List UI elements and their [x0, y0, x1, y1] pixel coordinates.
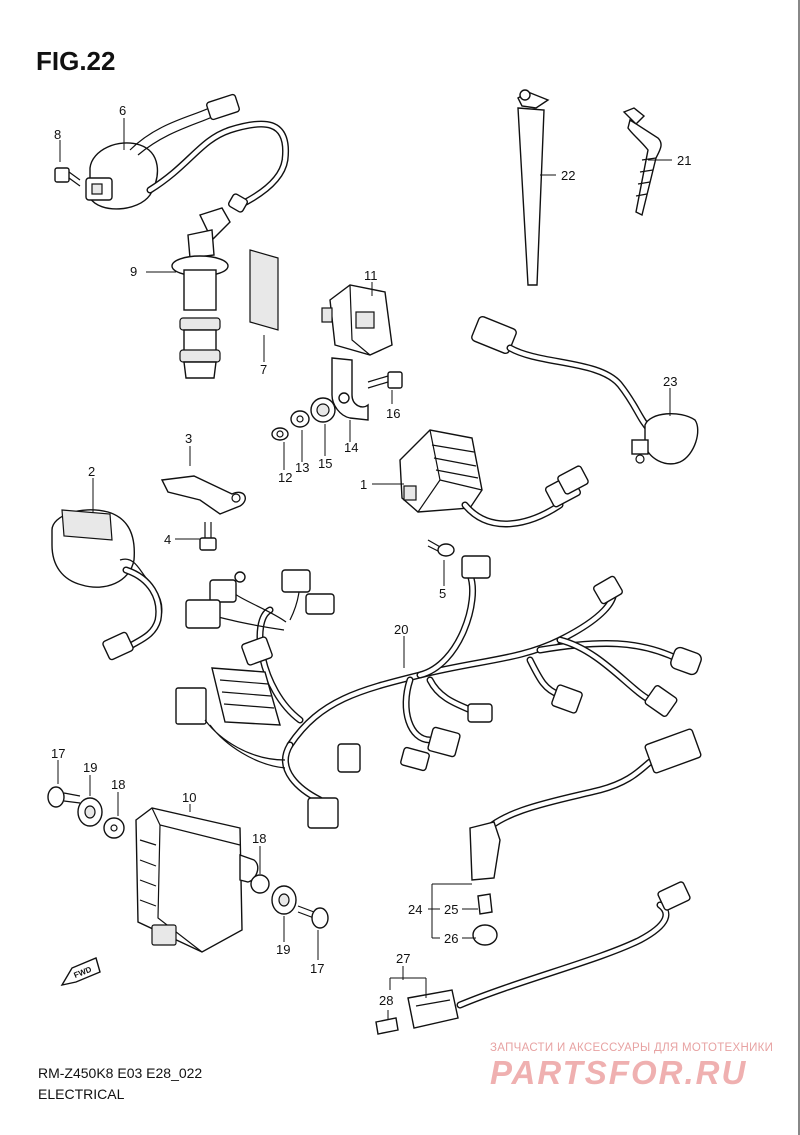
part-relay[interactable]: [321, 284, 393, 356]
part-grommet-15[interactable]: [310, 397, 336, 423]
callout-15: 15: [318, 456, 332, 471]
part-wiring-harness[interactable]: [175, 555, 703, 829]
part-bolt-16[interactable]: [367, 371, 403, 389]
callout-5: 5: [439, 586, 446, 601]
figure-title: FIG.22: [36, 46, 116, 76]
callout-20: 20: [394, 622, 408, 637]
callout-25: 25: [444, 902, 458, 917]
callout-19-left: 19: [83, 760, 97, 775]
section-title: ELECTRICAL: [38, 1086, 125, 1102]
callout-28: 28: [379, 993, 393, 1008]
callout-13: 13: [295, 460, 309, 475]
part-ecm[interactable]: [135, 807, 259, 953]
part-bracket-3[interactable]: [160, 475, 246, 515]
callout-26: 26: [444, 931, 458, 946]
callout-17-right: 17: [310, 961, 324, 976]
callout-18-right: 18: [252, 831, 266, 846]
callout-10: 10: [182, 790, 196, 805]
callout-27: 27: [396, 951, 410, 966]
part-washer-13[interactable]: [290, 410, 310, 428]
callout-17-left: 17: [51, 746, 65, 761]
callout-23: 23: [663, 374, 677, 389]
watermark-brand: PARTSFOR.RU: [490, 1054, 748, 1091]
callout-24: 24: [408, 902, 422, 917]
callout-1: 1: [360, 477, 367, 492]
part-cap-25[interactable]: [477, 893, 493, 915]
part-condenser[interactable]: [51, 509, 163, 661]
callout-19-right: 19: [276, 942, 290, 957]
callout-22: 22: [561, 168, 575, 183]
callout-9: 9: [130, 264, 137, 279]
part-bolt-17-left[interactable]: [47, 786, 81, 808]
part-wire-27[interactable]: [407, 881, 691, 1029]
callout-2: 2: [88, 464, 95, 479]
model-code: RM-Z450K8 E03 E28_022: [38, 1065, 203, 1081]
part-regulator[interactable]: [399, 429, 589, 528]
part-bolt-4[interactable]: [199, 522, 217, 551]
callout-18-left: 18: [111, 777, 125, 792]
part-cap-26[interactable]: [472, 924, 498, 946]
callout-11: 11: [364, 268, 378, 283]
part-bolt-8[interactable]: [54, 167, 81, 187]
callout-12: 12: [278, 470, 292, 485]
part-grommet-19-left[interactable]: [77, 797, 103, 827]
part-fuse-28[interactable]: [375, 1017, 399, 1035]
part-collar-18-left[interactable]: [103, 817, 125, 839]
callout-21: 21: [677, 153, 691, 168]
callout-6: 6: [119, 103, 126, 118]
callout-7: 7: [260, 362, 267, 377]
callout-numbers: 8 6 9 7 11 16 14 15 13 12 3 2 4 1 5 22 2…: [51, 103, 691, 1008]
part-cable-tie-21[interactable]: [622, 107, 662, 217]
callout-4: 4: [164, 532, 171, 547]
watermark-tagline: ЗАПЧАСТИ И АКСЕССУАРЫ ДЛЯ МОТОТЕХНИКИ: [490, 1042, 774, 1054]
part-collar-18-right[interactable]: [250, 874, 270, 894]
callout-3: 3: [185, 431, 192, 446]
part-screw-5[interactable]: [427, 539, 455, 557]
fwd-arrow-icon: FWD: [60, 957, 101, 987]
callout-14: 14: [344, 440, 358, 455]
callout-8: 8: [54, 127, 61, 142]
part-sensor-23[interactable]: [471, 315, 699, 465]
part-label-7[interactable]: [249, 249, 279, 331]
part-bracket-14[interactable]: [331, 357, 369, 421]
part-lead-24[interactable]: [469, 728, 702, 881]
part-nut-12[interactable]: [271, 427, 289, 441]
callout-16: 16: [386, 406, 400, 421]
part-bolt-17-right[interactable]: [297, 905, 329, 929]
part-grommet-19-right[interactable]: [271, 885, 297, 915]
part-ignition-coil[interactable]: [85, 93, 290, 213]
callout-leaders: [57, 118, 672, 1020]
part-spark-plug-cap[interactable]: [171, 207, 231, 379]
part-cable-tie-22[interactable]: [517, 89, 550, 286]
